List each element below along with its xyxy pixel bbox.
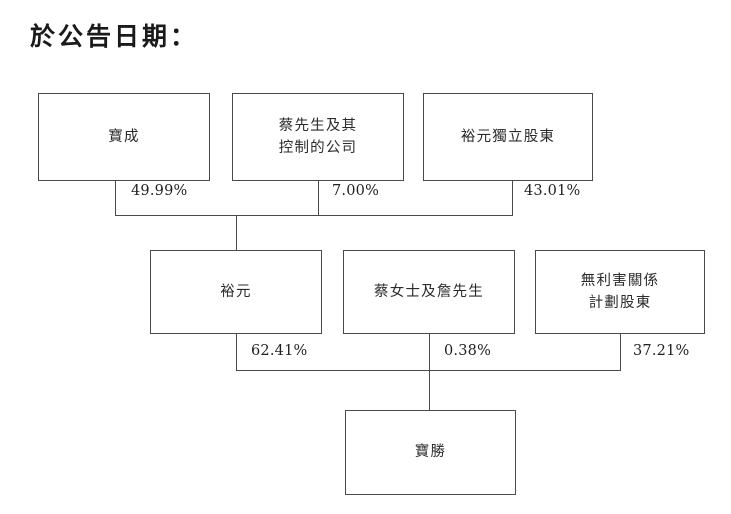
node-mr-tsai-group-label: 蔡先生及其 控制的公司 [278, 117, 358, 156]
node-ms-tsai-mr-chan[interactable]: 蔡女士及詹先生 [343, 250, 515, 334]
connector-bus-row1 [115, 215, 513, 216]
connector-mr-tsai-group-drop [318, 181, 319, 215]
node-ms-tsai-mr-chan-label: 蔡女士及詹先生 [374, 283, 484, 300]
edge-label-pou-chen-to-yue-yuen: 49.99% [131, 183, 188, 199]
connector-ms-tsai-mr-chan-drop [429, 334, 430, 370]
edge-label-yue-yuen-to-pou-sheng: 62.41% [251, 343, 308, 359]
connector-into-yue-yuen [236, 215, 237, 251]
node-yue-yuen-label: 裕元 [220, 283, 252, 300]
connector-scheme-holders-drop [620, 334, 621, 370]
page-title: 於公告日期： [30, 22, 199, 51]
connector-into-pou-sheng [429, 370, 430, 410]
connector-pou-chen-drop [115, 181, 116, 215]
connector-bus-row2 [236, 370, 621, 371]
connector-yue-yuen-drop [236, 334, 237, 370]
node-pou-sheng[interactable]: 寶勝 [345, 410, 516, 495]
node-pou-chen[interactable]: 寶成 [38, 93, 210, 181]
node-yue-yuen-public[interactable]: 裕元獨立股東 [423, 93, 593, 181]
connector-yue-yuen-public-drop [512, 181, 513, 215]
node-scheme-holders-label: 無利害關係 計劃股東 [580, 272, 660, 311]
node-yue-yuen[interactable]: 裕元 [150, 250, 322, 334]
node-pou-chen-label: 寶成 [108, 128, 140, 145]
node-scheme-holders[interactable]: 無利害關係 計劃股東 [535, 250, 705, 334]
node-yue-yuen-public-label: 裕元獨立股東 [460, 128, 556, 145]
node-mr-tsai-group[interactable]: 蔡先生及其 控制的公司 [232, 93, 404, 181]
edge-label-scheme-holders-to-pou-sheng: 37.21% [633, 343, 690, 359]
node-pou-sheng-label: 寶勝 [414, 444, 447, 461]
edge-label-ms-tsai-mr-chan-to-pou-sheng: 0.38% [444, 343, 492, 359]
edge-label-yue-yuen-public-to-yue-yuen: 43.01% [524, 183, 581, 199]
edge-label-mr-tsai-group-to-yue-yuen: 7.00% [332, 183, 380, 199]
